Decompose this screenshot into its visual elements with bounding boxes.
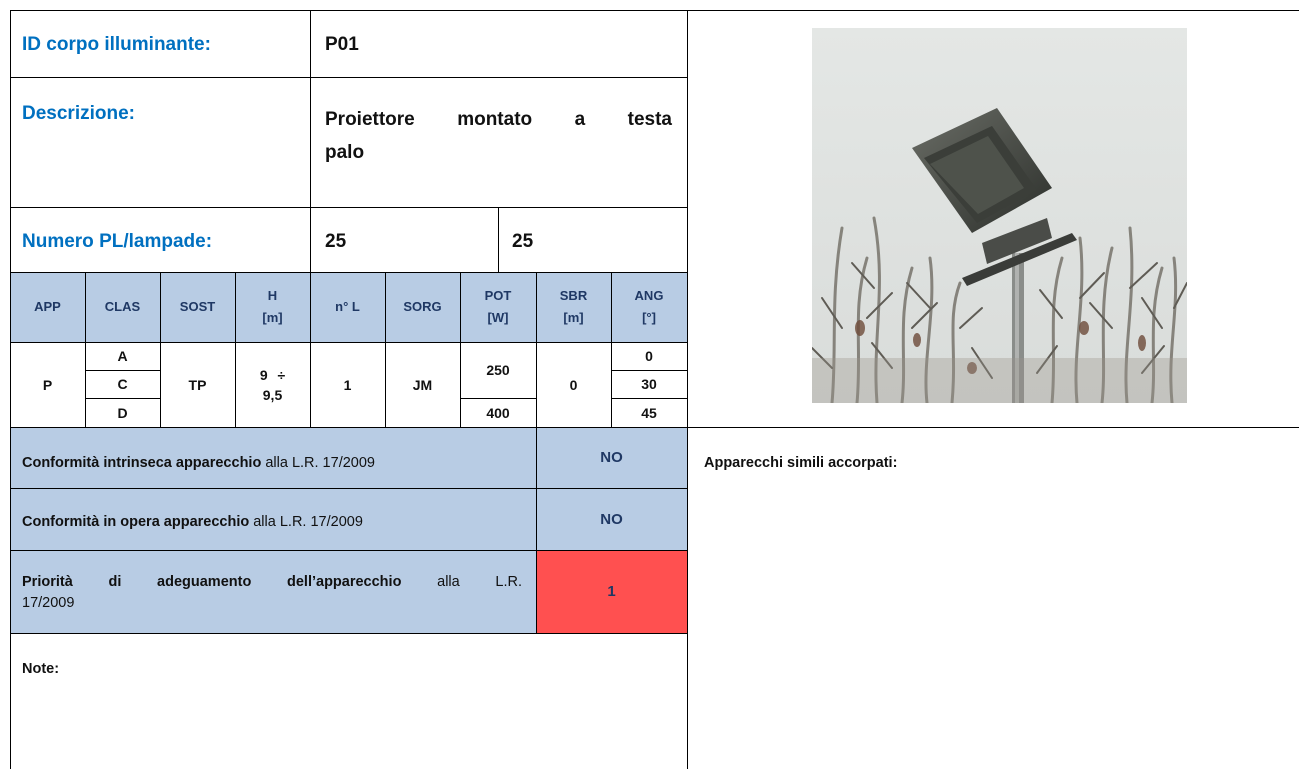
priorita-value: 1 bbox=[607, 583, 616, 600]
hline-4 bbox=[10, 342, 687, 343]
hline-7 bbox=[10, 550, 687, 551]
header-pot-unit: [W] bbox=[487, 310, 509, 325]
cell-pot-250: 250 bbox=[486, 362, 510, 378]
vline-8 bbox=[611, 272, 612, 427]
cell-clas-d: D bbox=[117, 404, 128, 421]
header-sorg: SORG bbox=[385, 272, 460, 342]
header-ang-unit: [°] bbox=[642, 310, 656, 325]
header-sorg-label: SORG bbox=[403, 299, 442, 314]
numero-pl-value: 25 bbox=[325, 231, 347, 252]
header-clas: CLAS bbox=[85, 272, 160, 342]
header-sbr: SBR [m] bbox=[536, 272, 611, 342]
header-pot-label: POT bbox=[484, 288, 512, 303]
vline-5 bbox=[385, 272, 386, 427]
header-nl-label: n° L bbox=[335, 299, 360, 314]
header-app-label: APP bbox=[34, 299, 61, 314]
border-left bbox=[10, 10, 11, 769]
header-clas-label: CLAS bbox=[104, 299, 141, 314]
cell-sost: TP bbox=[188, 376, 207, 393]
hline-6 bbox=[10, 488, 687, 489]
header-h-unit: [m] bbox=[262, 310, 283, 325]
cell-h: 9 ÷ 9,5 bbox=[235, 342, 310, 427]
cell-clas-a: A bbox=[117, 348, 128, 364]
cell-ang-0: 0 bbox=[645, 348, 653, 364]
conformita-opera-value: NO bbox=[600, 510, 623, 528]
luminaire-photo bbox=[812, 28, 1187, 403]
descrizione-value: Proiettore montato a testa palo bbox=[325, 103, 672, 169]
vline-6 bbox=[460, 272, 461, 427]
header-sost-label: SOST bbox=[179, 299, 216, 314]
cell-sbr: 0 bbox=[569, 376, 578, 393]
border-right-split bbox=[687, 427, 1299, 428]
cell-clas-c: C bbox=[117, 376, 128, 392]
numero-lampade-value: 25 bbox=[512, 231, 534, 252]
header-sost: SOST bbox=[160, 272, 235, 342]
conformita-intrinseca-value: NO bbox=[600, 449, 623, 466]
hline-2 bbox=[10, 207, 687, 208]
ang-line-2 bbox=[611, 398, 687, 399]
border-middle bbox=[687, 10, 688, 769]
clas-line-1 bbox=[85, 370, 160, 371]
border-top bbox=[10, 10, 1299, 11]
vline-numero bbox=[498, 207, 499, 272]
hline-1 bbox=[10, 77, 687, 78]
header-app: APP bbox=[10, 272, 85, 342]
apparecchi-simili-label: Apparecchi simili accorpati: bbox=[704, 455, 898, 471]
numero-label: Numero PL/lampade: bbox=[22, 231, 213, 252]
conformita-intrinseca-rest: alla L.R. 17/2009 bbox=[261, 455, 375, 471]
conformity-labels-bg bbox=[10, 427, 536, 633]
id-value: P01 bbox=[325, 34, 359, 55]
conformita-opera-rest: alla L.R. 17/2009 bbox=[249, 514, 363, 530]
header-h-label: H bbox=[267, 288, 278, 303]
cell-ang-45: 45 bbox=[641, 404, 657, 421]
priorita-bold: Priorità di adeguamento dell’apparecchio bbox=[22, 574, 402, 590]
cell-ang-30: 30 bbox=[641, 376, 657, 392]
conformita-opera-label: Conformità in opera apparecchio alla L.R… bbox=[22, 514, 363, 530]
descrizione-label: Descrizione: bbox=[22, 103, 135, 124]
priorita-label: Priorità di adeguamento dell’apparecchio… bbox=[22, 572, 522, 614]
header-nl: n° L bbox=[310, 272, 385, 342]
cell-nl: 1 bbox=[343, 376, 352, 393]
id-label: ID corpo illuminante: bbox=[22, 34, 211, 55]
conformita-intrinseca-bold: Conformità intrinseca apparecchio bbox=[22, 455, 262, 471]
cell-h-line1: 9 ÷ bbox=[259, 366, 286, 383]
pot-line bbox=[460, 398, 536, 399]
priorita-rest-1: alla L.R. bbox=[401, 574, 522, 590]
cell-sorg: JM bbox=[412, 376, 433, 393]
header-ang: ANG [°] bbox=[611, 272, 687, 342]
descrizione-line-2: palo bbox=[325, 142, 365, 163]
table-header-bg bbox=[10, 272, 687, 342]
cell-app: P bbox=[42, 376, 53, 393]
priority-value-bg bbox=[536, 550, 687, 633]
cell-h-line2: 9,5 bbox=[262, 386, 283, 403]
vline-7 bbox=[536, 272, 537, 633]
header-sbr-label: SBR bbox=[559, 288, 588, 303]
vline-2 bbox=[160, 272, 161, 427]
priorita-line-2: 17/2009 bbox=[22, 595, 75, 611]
note-label: Note: bbox=[22, 661, 60, 677]
cell-pot-400: 400 bbox=[486, 404, 510, 421]
vline-3 bbox=[235, 272, 236, 427]
conformita-opera-bold: Conformità in opera apparecchio bbox=[22, 514, 250, 530]
priorita-line-1: Priorità di adeguamento dell’apparecchio… bbox=[22, 572, 522, 593]
clas-line-2 bbox=[85, 398, 160, 399]
hline-3 bbox=[10, 272, 687, 273]
descrizione-line-1: Proiettore montato a testa bbox=[325, 109, 672, 130]
conformita-intrinseca-label: Conformità intrinseca apparecchio alla L… bbox=[22, 455, 375, 471]
vline-label-value bbox=[310, 10, 311, 427]
header-pot: POT [W] bbox=[460, 272, 536, 342]
hline-5 bbox=[10, 427, 687, 428]
header-h: H [m] bbox=[235, 272, 310, 342]
header-ang-label: ANG bbox=[634, 288, 664, 303]
ang-line-1 bbox=[611, 370, 687, 371]
vline-1 bbox=[85, 272, 86, 427]
hline-8 bbox=[10, 633, 687, 634]
header-sbr-unit: [m] bbox=[563, 310, 584, 325]
